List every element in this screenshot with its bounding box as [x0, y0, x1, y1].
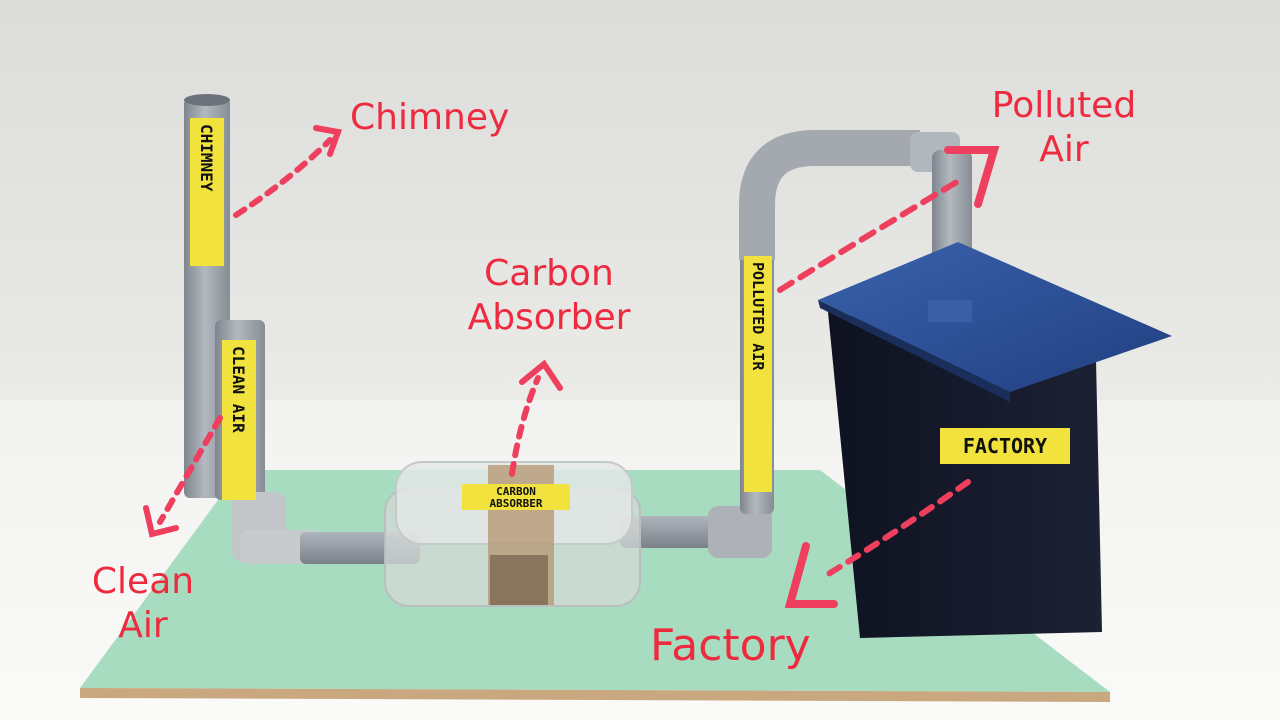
carbon-absorber-pointer	[509, 375, 541, 477]
clean-air-arrowhead	[143, 505, 179, 538]
factory-tag	[940, 428, 1070, 464]
factory-box	[828, 312, 1102, 638]
polluted-air-tag-text: POLLUTED AIR	[749, 262, 767, 371]
carbon-absorber-tag-line2: ABSORBER	[490, 497, 543, 510]
polluted-air-line1: Polluted	[991, 85, 1137, 126]
right-horizontal-pipe	[620, 516, 730, 548]
carbon-absorber-annotation: Carbon Absorber	[456, 252, 642, 340]
carbon-absorber-tag-line1: CARBON	[496, 485, 536, 498]
polluted-air-line2: Air	[1039, 129, 1089, 170]
clean-air-line2: Air	[118, 605, 168, 646]
polluted-air-pointer	[777, 177, 963, 293]
chimney-opening	[184, 94, 230, 106]
carbon-absorber-arrowhead	[519, 359, 563, 391]
chimney-pointer	[233, 137, 333, 218]
factory-tag-text: FACTORY	[963, 434, 1047, 458]
factory-annotation-text: Factory	[650, 620, 811, 671]
chimney-arrowhead	[313, 125, 343, 157]
factory-annotation: Factory	[650, 620, 811, 672]
chimney-annotation: Chimney	[350, 96, 509, 140]
carbon-absorber-tag	[462, 484, 570, 510]
polluted-air-annotation: Polluted Air	[982, 84, 1146, 172]
clean-air-tag	[222, 340, 256, 500]
chimney-tag-text: CHIMNEY	[197, 124, 216, 192]
clean-air-annotation: Clean Air	[86, 560, 200, 648]
pipe-arch	[739, 130, 920, 260]
factory-roof	[818, 242, 1172, 392]
chimney-annotation-text: Chimney	[350, 97, 510, 138]
right-elbow-joint	[708, 506, 772, 558]
factory-arrowhead	[784, 542, 838, 608]
factory-pointer	[819, 479, 971, 581]
base-board-edge	[80, 688, 1110, 702]
chimney-tag	[190, 118, 224, 266]
polluted-air-tag	[744, 256, 772, 492]
clean-air-tag-text: CLEAN AIR	[229, 346, 248, 433]
carbon-absorber-line1: Carbon	[484, 253, 614, 294]
clean-air-line1: Clean	[91, 561, 195, 602]
clean-air-pointer	[157, 415, 223, 525]
polluted-air-arrowhead	[944, 146, 1000, 208]
carbon-absorber-line2: Absorber	[467, 297, 631, 338]
